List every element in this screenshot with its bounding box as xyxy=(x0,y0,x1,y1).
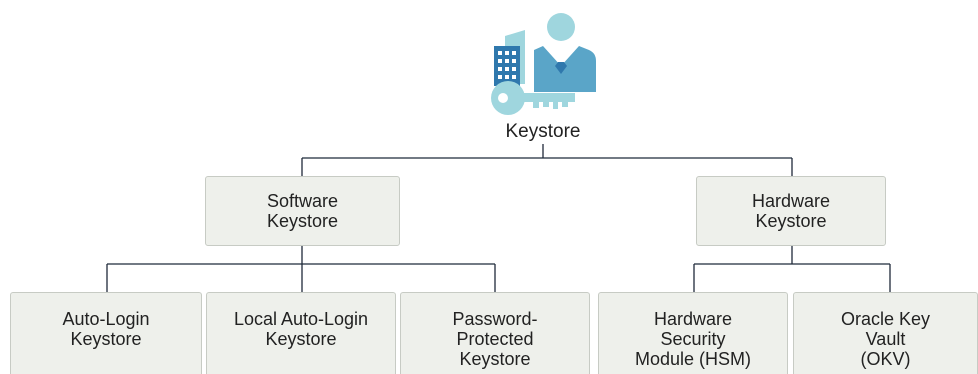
node-software-keystore: Software Keystore xyxy=(205,176,400,246)
node-password-protected-keystore: Password- Protected Keystore xyxy=(400,292,590,374)
node-auto-login-keystore-label: Auto-Login Keystore xyxy=(62,309,150,349)
node-hardware-keystore-label: Hardware Keystore xyxy=(751,191,831,231)
node-local-auto-login-keystore: Local Auto-Login Keystore xyxy=(206,292,396,374)
node-hardware-security-module: Hardware Security Module (HSM) xyxy=(598,292,788,374)
node-oracle-key-vault: Oracle Key Vault (OKV) xyxy=(793,292,978,374)
root-label: Keystore xyxy=(505,121,581,142)
keystore-building-person-key-icon xyxy=(491,13,596,115)
node-auto-login-keystore: Auto-Login Keystore xyxy=(10,292,202,374)
node-local-auto-login-keystore-label: Local Auto-Login Keystore xyxy=(233,309,369,349)
node-hardware-security-module-label: Hardware Security Module (HSM) xyxy=(634,309,752,369)
node-software-keystore-label: Software Keystore xyxy=(266,191,339,231)
node-hardware-keystore: Hardware Keystore xyxy=(696,176,886,246)
node-oracle-key-vault-label: Oracle Key Vault (OKV) xyxy=(840,309,931,369)
node-password-protected-keystore-label: Password- Protected Keystore xyxy=(452,309,538,369)
